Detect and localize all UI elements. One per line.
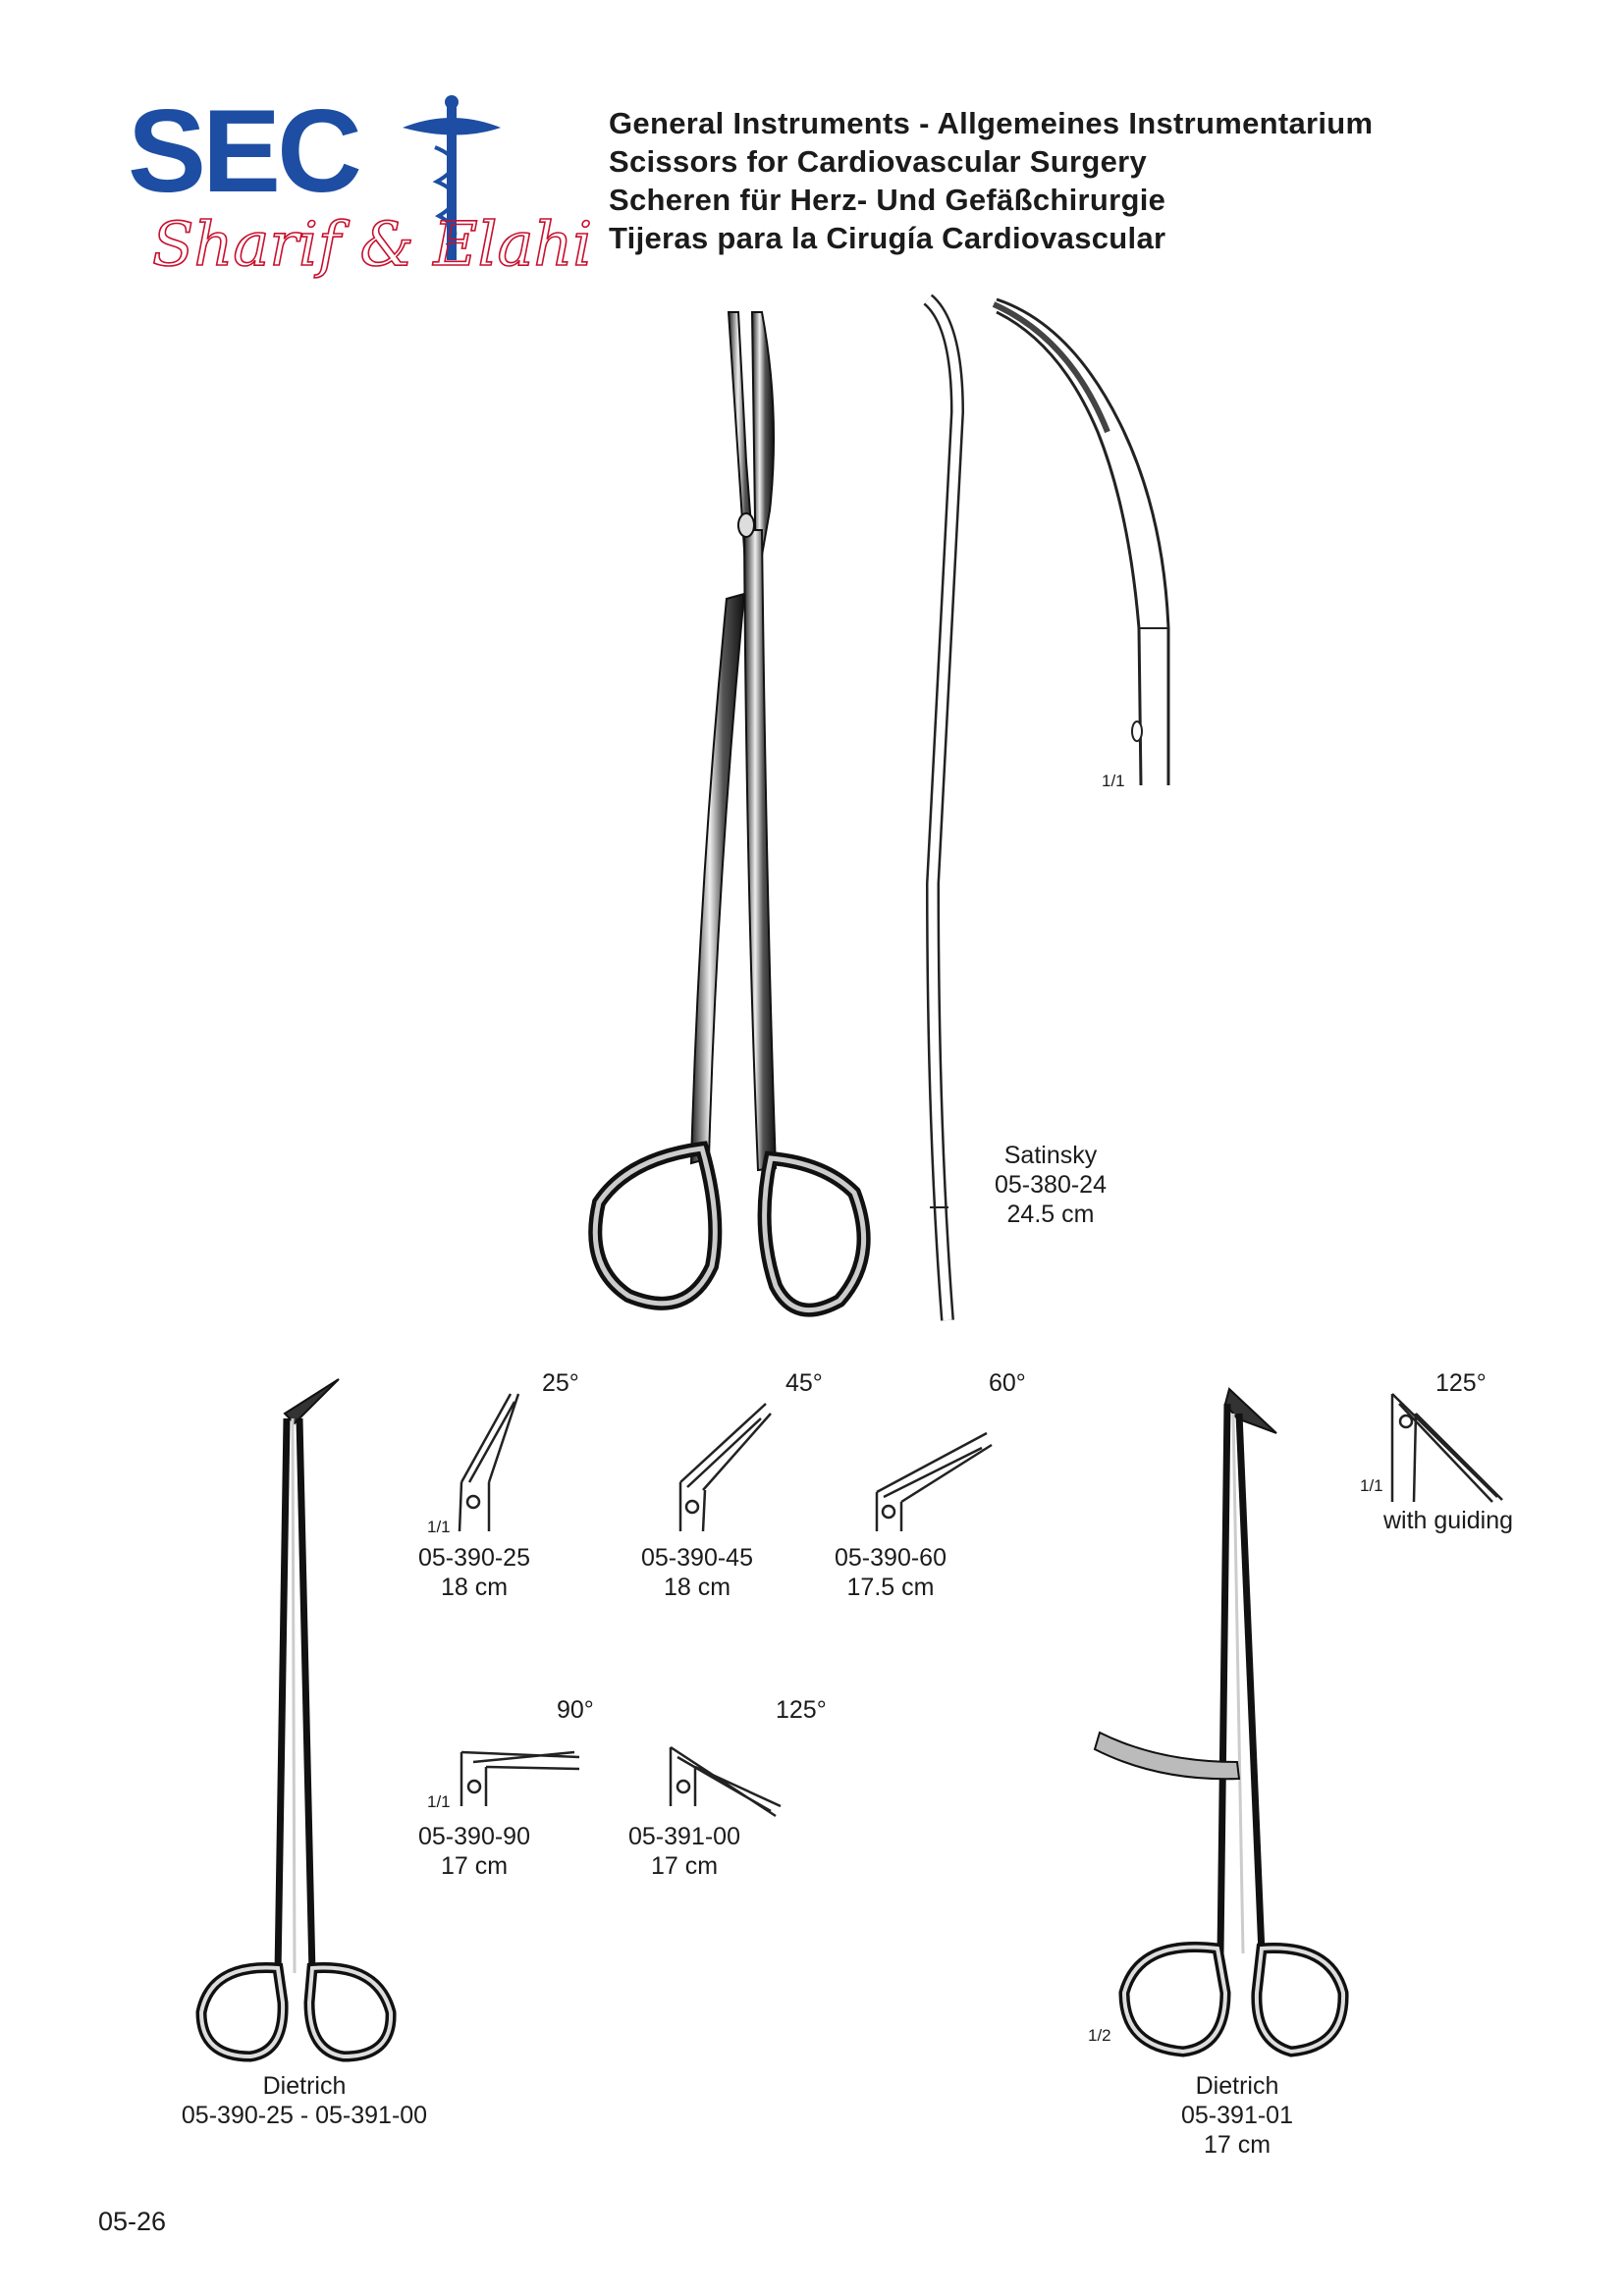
guiding-angle: 125° [1435, 1369, 1487, 1397]
company-logo: SEC Sharif & Elahi [123, 85, 593, 285]
satinsky-size: 24.5 cm [1006, 1201, 1095, 1228]
variant-60-label: 05-390-60 17.5 cm [817, 1543, 964, 1602]
variant-125-code: 05-391-00 [628, 1823, 740, 1850]
variant-25-size: 18 cm [440, 1574, 509, 1601]
satinsky-scale: 1/1 [1102, 772, 1125, 790]
variant-45-code: 05-390-45 [641, 1544, 753, 1572]
satinsky-code: 05-380-24 [995, 1171, 1107, 1199]
header-line-1: General Instruments - Allgemeines Instru… [609, 106, 1374, 140]
guiding-scale: 1/1 [1360, 1476, 1383, 1495]
tip-45-icon [678, 1403, 772, 1532]
page-number: 05-26 [98, 2207, 167, 2236]
dietrich-right-code: 05-391-01 [1181, 2102, 1293, 2129]
variant-60-code: 05-390-60 [835, 1544, 947, 1572]
angle-60: 60° [989, 1369, 1026, 1397]
dietrich-right-label: Dietrich 05-391-01 17 cm [1159, 2071, 1316, 2160]
dietrich-right-name: Dietrich [1195, 2072, 1279, 2100]
header-line-4: Tijeras para la Cirugía Cardiovascular [609, 221, 1166, 255]
dietrich-left-name: Dietrich [262, 2072, 347, 2100]
variant-125-label: 05-391-00 17 cm [611, 1822, 758, 1881]
satinsky-label: Satinsky 05-380-24 24.5 cm [992, 1141, 1109, 1229]
dietrich-right-scale: 1/2 [1088, 2026, 1111, 2045]
variant-90-label: 05-390-90 17 cm [401, 1822, 548, 1881]
scale-90: 1/1 [427, 1792, 451, 1811]
scale-25: 1/1 [427, 1518, 451, 1536]
header-line-3: Scheren für Herz- Und Gefäßchirurgie [609, 183, 1166, 217]
variant-90-code: 05-390-90 [418, 1823, 530, 1850]
variant-45-label: 05-390-45 18 cm [623, 1543, 771, 1602]
variant-90-size: 17 cm [440, 1852, 509, 1880]
logo-graphic: SEC Sharif & Elahi [128, 85, 593, 281]
dietrich-left-label: Dietrich 05-390-25 - 05-391-00 [157, 2071, 452, 2130]
logo-wordmark: SEC [128, 85, 359, 217]
dietrich-left-codes: 05-390-25 - 05-391-00 [181, 2102, 428, 2129]
variant-60-size: 17.5 cm [846, 1574, 935, 1601]
tip-90-icon [460, 1750, 580, 1806]
caduceus-icon [403, 95, 501, 260]
variant-45-size: 18 cm [663, 1574, 731, 1601]
tip-125-icon [669, 1745, 782, 1818]
angle-25: 25° [542, 1369, 579, 1397]
angle-125: 125° [776, 1696, 827, 1724]
angle-45: 45° [785, 1369, 823, 1397]
variant-25-label: 05-390-25 18 cm [401, 1543, 548, 1602]
guiding-note: with guiding [1382, 1507, 1514, 1534]
satinsky-name: Satinsky [1003, 1142, 1098, 1169]
logo-script: Sharif & Elahi [152, 208, 592, 280]
tip-60-icon [875, 1431, 993, 1531]
tip-125-guiding-icon [1390, 1393, 1503, 1503]
variant-25-code: 05-390-25 [418, 1544, 530, 1572]
tip-25-icon [458, 1393, 520, 1532]
angle-90: 90° [557, 1696, 594, 1724]
dietrich-right-size: 17 cm [1203, 2131, 1271, 2159]
variant-125-size: 17 cm [650, 1852, 719, 1880]
header-line-2: Scissors for Cardiovascular Surgery [609, 144, 1148, 179]
